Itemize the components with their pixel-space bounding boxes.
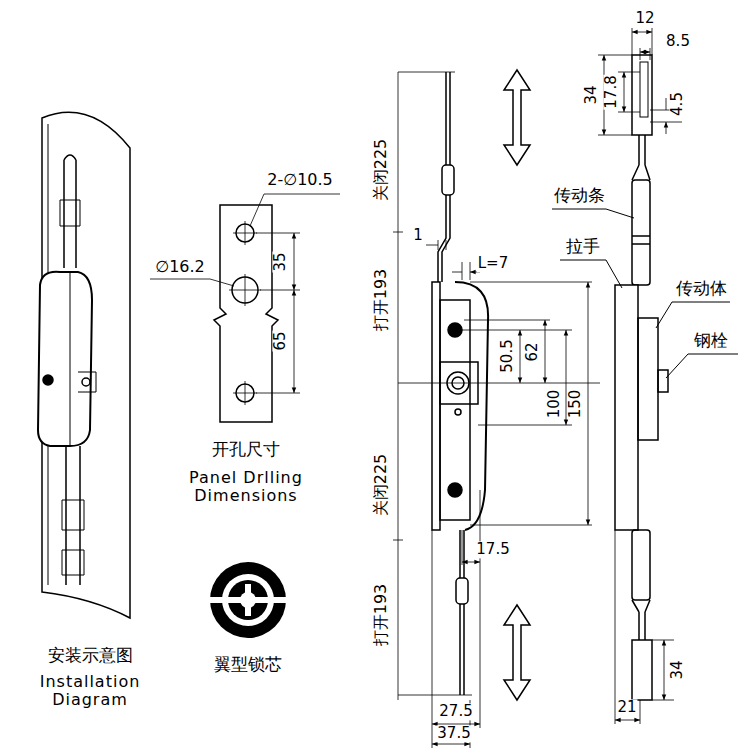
wing-lock-core-symbol [206, 562, 290, 638]
annotation-label: 打开193 [372, 268, 390, 333]
annotation-label: L=7 [477, 255, 509, 272]
annotation-label: 34 [669, 659, 686, 680]
installation-illustration [38, 112, 130, 618]
annotation-label: 34 [583, 84, 600, 105]
annotation-label: 100 [546, 389, 563, 420]
annotation-label: 翼型锁芯 [213, 655, 283, 675]
annotation-label: Installation Diagram [14, 673, 166, 710]
annotation-label: 17.5 [475, 541, 510, 558]
annotation-label: ∅16.2 [154, 258, 206, 276]
annotation-label: Panel Drlling Dimensions [165, 469, 327, 506]
annotation-label: 4.5 [669, 91, 686, 117]
panel-drilling [150, 194, 340, 422]
annotation-label: 打开193 [372, 583, 390, 648]
annotation-label: 62 [524, 341, 541, 362]
annotation-label: 安装示意图 [47, 646, 134, 666]
annotation-label: 1 [412, 227, 424, 244]
annotation-label: 关闭225 [372, 138, 390, 203]
side-view [393, 70, 600, 748]
annotation-label: 50.5 [499, 338, 516, 373]
annotation-label: 65 [272, 330, 289, 351]
annotation-label: 开孔尺寸 [211, 440, 281, 460]
annotation-label: 21 [616, 699, 637, 716]
annotation-label: 12 [634, 10, 655, 27]
annotation-label: 37.5 [436, 725, 471, 742]
annotation-label: 150 [567, 389, 584, 420]
annotation-label: 35 [272, 251, 289, 272]
annotation-label: 8.5 [665, 33, 691, 50]
annotation-label: 传动体 [675, 279, 728, 299]
annotation-label: 拉手 [565, 237, 601, 257]
front-view [552, 28, 738, 724]
annotation-label: 传动条 [553, 186, 606, 206]
annotation-label: 2-∅10.5 [266, 171, 334, 189]
annotation-label: 27.5 [438, 703, 473, 720]
annotation-label: 17.8 [603, 74, 620, 109]
annotation-label: 钢栓 [693, 331, 729, 351]
annotation-label: 关闭225 [372, 453, 390, 518]
